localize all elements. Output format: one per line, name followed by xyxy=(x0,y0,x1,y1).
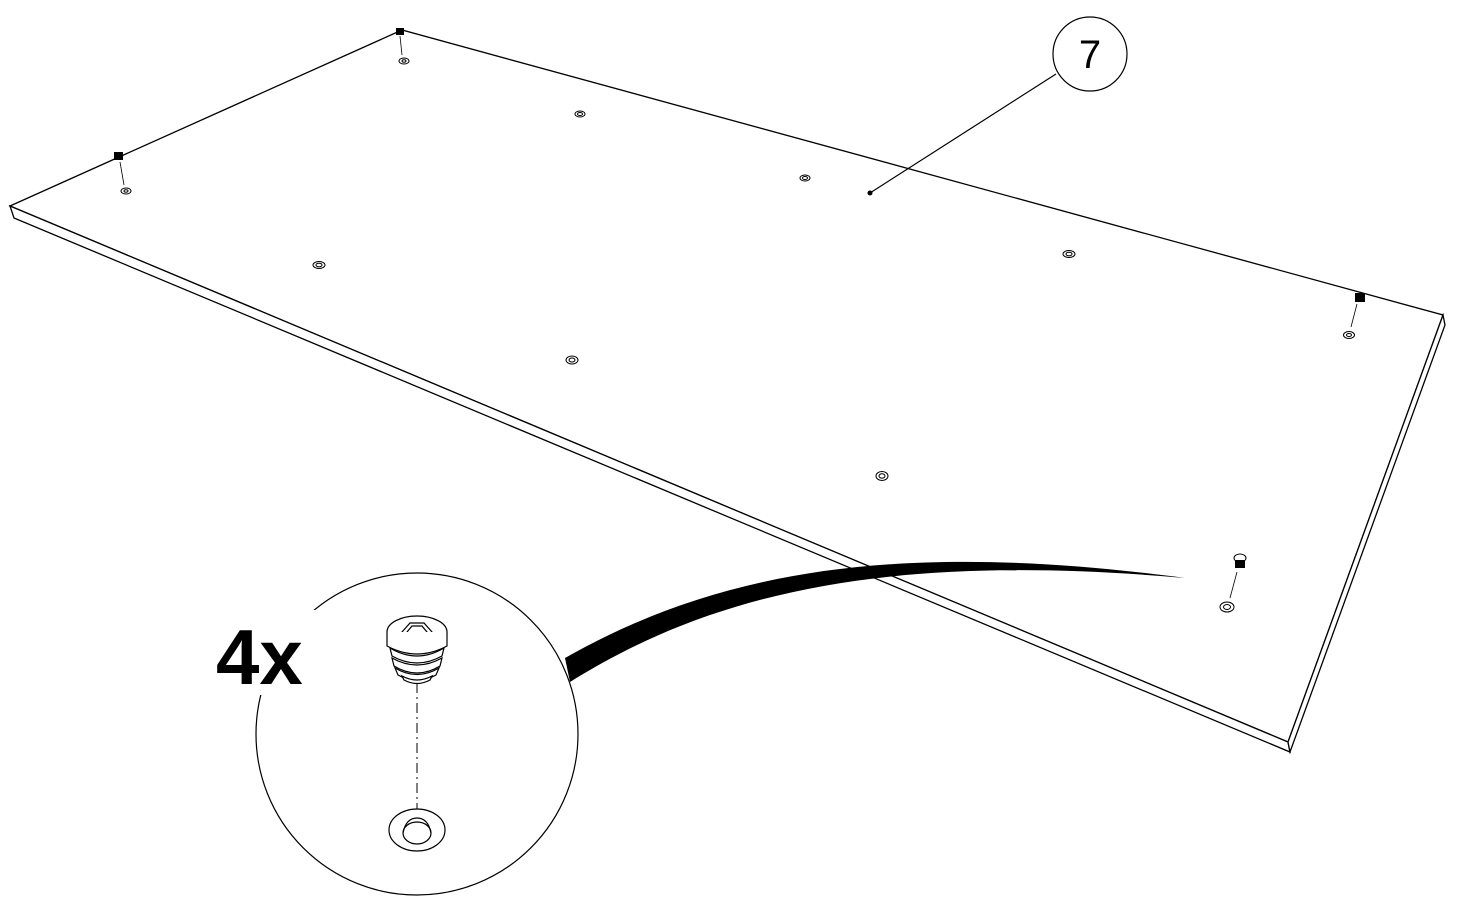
zoom-connector xyxy=(565,561,1185,682)
hole xyxy=(1062,250,1076,258)
callout-leader-dot xyxy=(867,190,873,196)
callout-leader-line xyxy=(869,73,1057,194)
callout-bubble xyxy=(1052,16,1128,92)
corner-insert xyxy=(114,152,125,186)
quantity-label: 4x xyxy=(216,613,303,701)
hole xyxy=(1219,601,1235,613)
corner-insert xyxy=(396,28,404,56)
hole xyxy=(799,174,811,182)
hole xyxy=(398,57,410,65)
panel-holes xyxy=(120,57,1355,613)
panel-board xyxy=(8,29,1446,755)
part-number-label: 7 xyxy=(1079,33,1101,77)
hole xyxy=(120,187,132,195)
hole xyxy=(875,471,889,481)
hole xyxy=(565,355,579,365)
hole xyxy=(312,261,326,269)
corner-insert xyxy=(1350,293,1365,328)
hole xyxy=(574,110,586,118)
detail-view: 4x xyxy=(210,572,579,896)
detail-circle xyxy=(255,572,579,896)
hole xyxy=(1343,331,1355,339)
part-callout: 7 xyxy=(867,16,1128,196)
corner-insert xyxy=(1229,553,1247,599)
threaded-insert xyxy=(386,615,448,685)
panel-side-edge xyxy=(1287,312,1446,755)
detail-hole xyxy=(388,808,446,852)
